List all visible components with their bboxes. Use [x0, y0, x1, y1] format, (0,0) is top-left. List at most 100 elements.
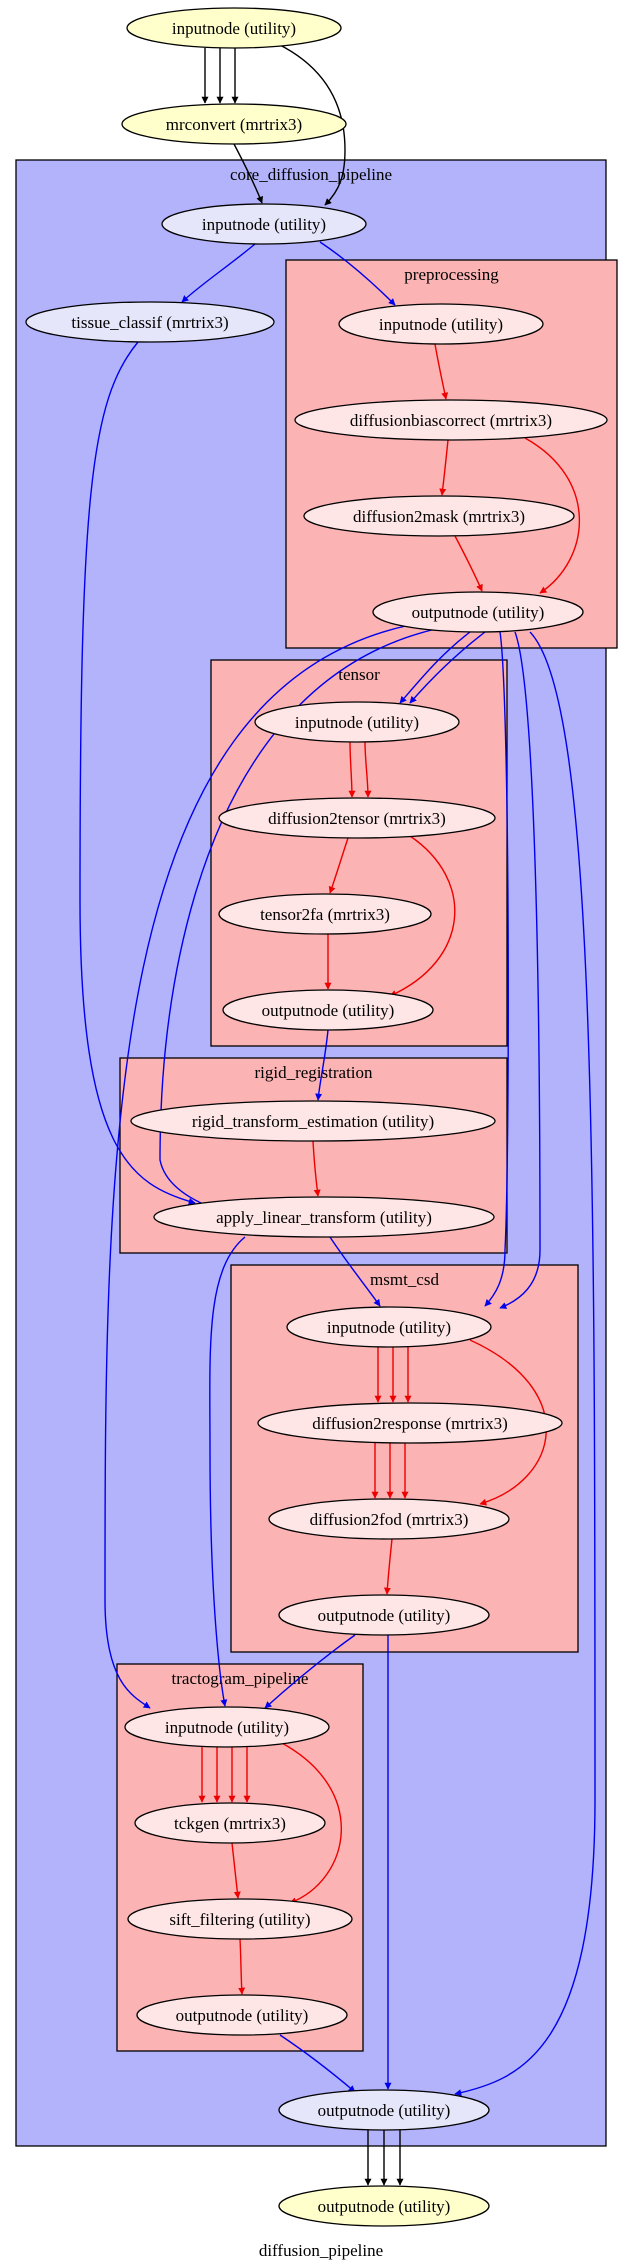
node-label: inputnode (utility) — [165, 1718, 289, 1737]
node-shape — [286, 1306, 492, 1348]
node-label: tckgen (mrtrix3) — [174, 1814, 286, 1833]
edge-pre_out-to-msmt_in — [499, 631, 541, 1309]
edge-tissue-to-apply_lin — [79, 341, 196, 1205]
node-msmt_in[interactable]: inputnode (utility) — [286, 1306, 492, 1348]
node-pre_in[interactable]: inputnode (utility) — [338, 303, 544, 345]
edge-d2tensor-to-ten_out — [389, 835, 456, 997]
edge-pre_out-to-ten_in — [399, 631, 471, 704]
node-label: outputnode (utility) — [318, 2197, 451, 2216]
node-tckgen[interactable]: tckgen (mrtrix3) — [134, 1802, 326, 1844]
edge-apply_lin-to-tr_in — [209, 1236, 246, 1707]
nodes: inputnode (utility) mrconvert (mrtrix3) in… — [25, 7, 608, 2227]
node-label: inputnode (utility) — [172, 19, 296, 38]
cluster-label: core_diffusion_pipeline — [230, 165, 392, 184]
node-ten_in[interactable]: inputnode (utility) — [254, 701, 460, 743]
cluster-label: tractogram_pipeline — [172, 1669, 309, 1688]
node-label: diffusion2response (mrtrix3) — [312, 1414, 508, 1433]
edge-pre_out-to-msmt_in — [484, 631, 509, 1307]
node-d2resp[interactable]: diffusion2response (mrtrix3) — [257, 1402, 563, 1444]
node-core_out[interactable]: outputnode (utility) — [278, 2089, 490, 2131]
edge-pre_out-to-core_out — [454, 631, 596, 2097]
clusters: core_diffusion_pipeline preprocessing tens… — [15, 159, 618, 2147]
node-shape — [372, 591, 584, 633]
node-d2fod[interactable]: diffusion2fod (mrtrix3) — [268, 1498, 510, 1540]
node-label: outputnode (utility) — [412, 603, 545, 622]
graph-title: diffusion_pipeline — [259, 2241, 383, 2260]
edge-msmt_out-to-tr_in — [264, 1634, 356, 1709]
node-top_in[interactable]: inputnode (utility) — [126, 7, 342, 49]
node-shape — [130, 1100, 496, 1142]
edge-pre_in-to-biascorr — [434, 343, 449, 400]
node-label: tensor2fa (mrtrix3) — [260, 905, 390, 924]
node-label: outputnode (utility) — [318, 2101, 451, 2120]
node-ten_out[interactable]: outputnode (utility) — [222, 989, 434, 1031]
node-shape — [126, 7, 342, 49]
cluster-label: preprocessing — [404, 265, 499, 284]
node-label: outputnode (utility) — [318, 1606, 451, 1625]
edge-core_in-to-tissue — [181, 243, 256, 303]
edge-ten_in-to-d2tensor — [348, 741, 356, 798]
cluster-label: msmt_csd — [370, 1270, 439, 1289]
node-apply_lin[interactable]: apply_linear_transform (utility) — [153, 1196, 495, 1238]
node-tissue[interactable]: tissue_classif (mrtrix3) — [25, 301, 275, 343]
node-label: diffusionbiascorrect (mrtrix3) — [350, 411, 552, 430]
node-label: sift_filtering (utility) — [169, 1910, 310, 1929]
edge-ten_in-to-d2tensor — [364, 741, 372, 798]
node-final_out[interactable]: outputnode (utility) — [278, 2185, 490, 2227]
node-label: inputnode (utility) — [295, 713, 419, 732]
node-t2fa[interactable]: tensor2fa (mrtrix3) — [218, 893, 432, 935]
node-sift[interactable]: sift_filtering (utility) — [127, 1898, 353, 1940]
node-d2mask[interactable]: diffusion2mask (mrtrix3) — [303, 495, 575, 537]
node-tr_in[interactable]: inputnode (utility) — [124, 1706, 330, 1748]
node-shape — [25, 301, 275, 343]
node-shape — [257, 1402, 563, 1444]
node-label: inputnode (utility) — [202, 215, 326, 234]
edge-biascorr-to-d2mask — [439, 439, 449, 496]
edge-top_in-to-core_in — [277, 43, 346, 206]
edge-tckgen-to-sift — [231, 1842, 241, 1899]
node-label: apply_linear_transform (utility) — [216, 1208, 432, 1227]
node-shape — [278, 1594, 490, 1636]
node-shape — [294, 399, 608, 441]
node-label: inputnode (utility) — [327, 1318, 451, 1337]
edge-pre_out-to-tr_in — [104, 624, 411, 1709]
cluster-label: rigid_registration — [254, 1063, 373, 1082]
node-rigid_est[interactable]: rigid_transform_estimation (utility) — [130, 1100, 496, 1142]
edge-sift-to-tr_out — [238, 1938, 246, 1995]
node-d2tensor[interactable]: diffusion2tensor (mrtrix3) — [218, 797, 496, 839]
edge-apply_lin-to-msmt_in — [329, 1236, 381, 1307]
node-biascorr[interactable]: diffusionbiascorrect (mrtrix3) — [294, 399, 608, 441]
node-label: diffusion2mask (mrtrix3) — [353, 507, 525, 526]
node-msmt_out[interactable]: outputnode (utility) — [278, 1594, 490, 1636]
node-shape — [124, 1706, 330, 1748]
node-label: diffusion2tensor (mrtrix3) — [268, 809, 446, 828]
node-mrconvert[interactable]: mrconvert (mrtrix3) — [121, 103, 347, 145]
node-core_in[interactable]: inputnode (utility) — [161, 203, 367, 245]
node-label: diffusion2fod (mrtrix3) — [310, 1510, 469, 1529]
edge-tr_in-to-sift — [279, 1741, 342, 1905]
node-shape — [127, 1898, 353, 1940]
edge-ten_out-to-rigid_est — [315, 1029, 329, 1101]
node-pre_out[interactable]: outputnode (utility) — [372, 591, 584, 633]
node-label: inputnode (utility) — [379, 315, 503, 334]
edge-biascorr-to-pre_out — [524, 437, 581, 594]
node-shape — [254, 701, 460, 743]
node-shape — [136, 1994, 348, 2036]
node-shape — [303, 495, 575, 537]
node-tr_out[interactable]: outputnode (utility) — [136, 1994, 348, 2036]
edge-core_in-to-pre_in — [319, 241, 396, 306]
node-label: tissue_classif (mrtrix3) — [71, 313, 228, 332]
edge-d2mask-to-pre_out — [454, 535, 483, 592]
node-shape — [218, 797, 496, 839]
node-shape — [161, 203, 367, 245]
edge-d2tensor-to-t2fa — [328, 837, 349, 894]
node-shape — [278, 2185, 490, 2227]
node-shape — [268, 1498, 510, 1540]
edge-mrconvert-to-core_in — [233, 143, 263, 204]
node-label: rigid_transform_estimation (utility) — [192, 1112, 434, 1131]
node-label: outputnode (utility) — [176, 2006, 309, 2025]
node-shape — [153, 1196, 495, 1238]
edge-pre_out-to-ten_in — [409, 631, 486, 704]
cluster-label: tensor — [338, 665, 380, 684]
